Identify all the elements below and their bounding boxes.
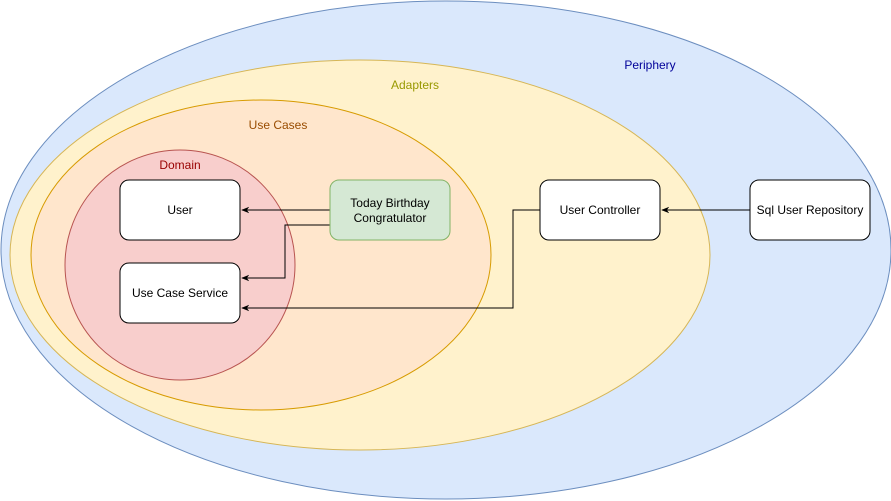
node-user-controller-label: User Controller <box>560 203 641 217</box>
node-use-case-service-label: Use Case Service <box>132 286 228 300</box>
node-user-controller[interactable]: User Controller <box>539 179 661 241</box>
node-user-label: User <box>167 203 192 217</box>
domain-label: Domain <box>159 158 200 172</box>
edge-birthday-to-use-case-service <box>241 224 330 282</box>
node-today-birthday-line1: Today Birthday <box>350 196 429 210</box>
node-today-birthday-congratulator[interactable]: Today Birthday Congratulator <box>329 179 451 241</box>
use-cases-label: Use Cases <box>249 118 308 132</box>
periphery-label: Periphery <box>624 58 675 72</box>
node-use-case-service[interactable]: Use Case Service <box>119 262 241 324</box>
node-user[interactable]: User <box>119 179 241 241</box>
node-sql-user-repository[interactable]: Sql User Repository <box>749 179 871 241</box>
edge-controller-to-use-case-service <box>241 209 540 312</box>
node-sql-user-repository-label: Sql User Repository <box>757 203 864 217</box>
node-today-birthday-line2: Congratulator <box>354 211 427 225</box>
adapters-label: Adapters <box>391 78 439 92</box>
